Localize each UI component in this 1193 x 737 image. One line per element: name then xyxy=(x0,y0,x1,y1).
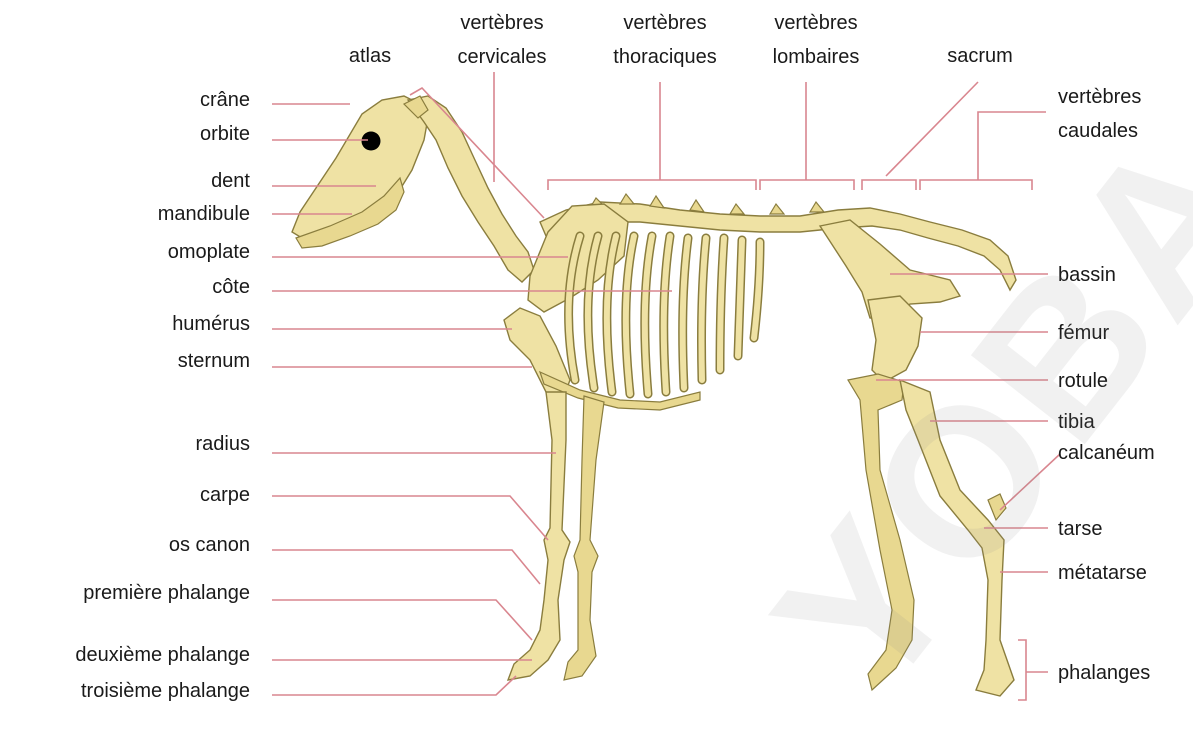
label-cote: côte xyxy=(0,276,250,298)
orbit-mark xyxy=(362,132,381,151)
label-sternum: sternum xyxy=(0,350,250,372)
label-vertebres-cervicales-2: cervicales xyxy=(432,46,572,68)
label-vertebres-thoraciques-1: vertèbres xyxy=(590,12,740,34)
cervical-vertebrae xyxy=(408,96,534,282)
label-atlas: atlas xyxy=(330,45,410,67)
front-leg-left xyxy=(508,392,570,680)
label-troisieme-phalange: troisième phalange xyxy=(0,680,250,702)
label-vertebres-thoraciques-2: thoraciques xyxy=(590,46,740,68)
label-premiere-phalange: première phalange xyxy=(0,582,250,604)
label-vertebres-lombaires-2: lombaires xyxy=(746,46,886,68)
label-crane: crâne xyxy=(0,89,250,111)
front-leg-right xyxy=(564,396,604,680)
label-os-canon: os canon xyxy=(0,534,250,556)
horse-skeleton-diagram: atlas vertèbres cervicales vertèbres tho… xyxy=(0,0,1193,706)
label-dent: dent xyxy=(0,170,250,192)
label-vertebres-cervicales-1: vertèbres xyxy=(432,12,572,34)
label-mandibule: mandibule xyxy=(0,203,250,225)
label-carpe: carpe xyxy=(0,484,250,506)
label-metatarse: métatarse xyxy=(1058,562,1147,584)
label-deuxieme-phalange: deuxième phalange xyxy=(0,644,250,666)
label-phalanges: phalanges xyxy=(1058,662,1150,684)
label-radius: radius xyxy=(0,433,250,455)
label-orbite: orbite xyxy=(0,123,250,145)
label-omoplate: omoplate xyxy=(0,241,250,263)
label-vertebres-lombaires-1: vertèbres xyxy=(746,12,886,34)
label-sacrum: sacrum xyxy=(920,45,1040,67)
label-humerus: humérus xyxy=(0,313,250,335)
